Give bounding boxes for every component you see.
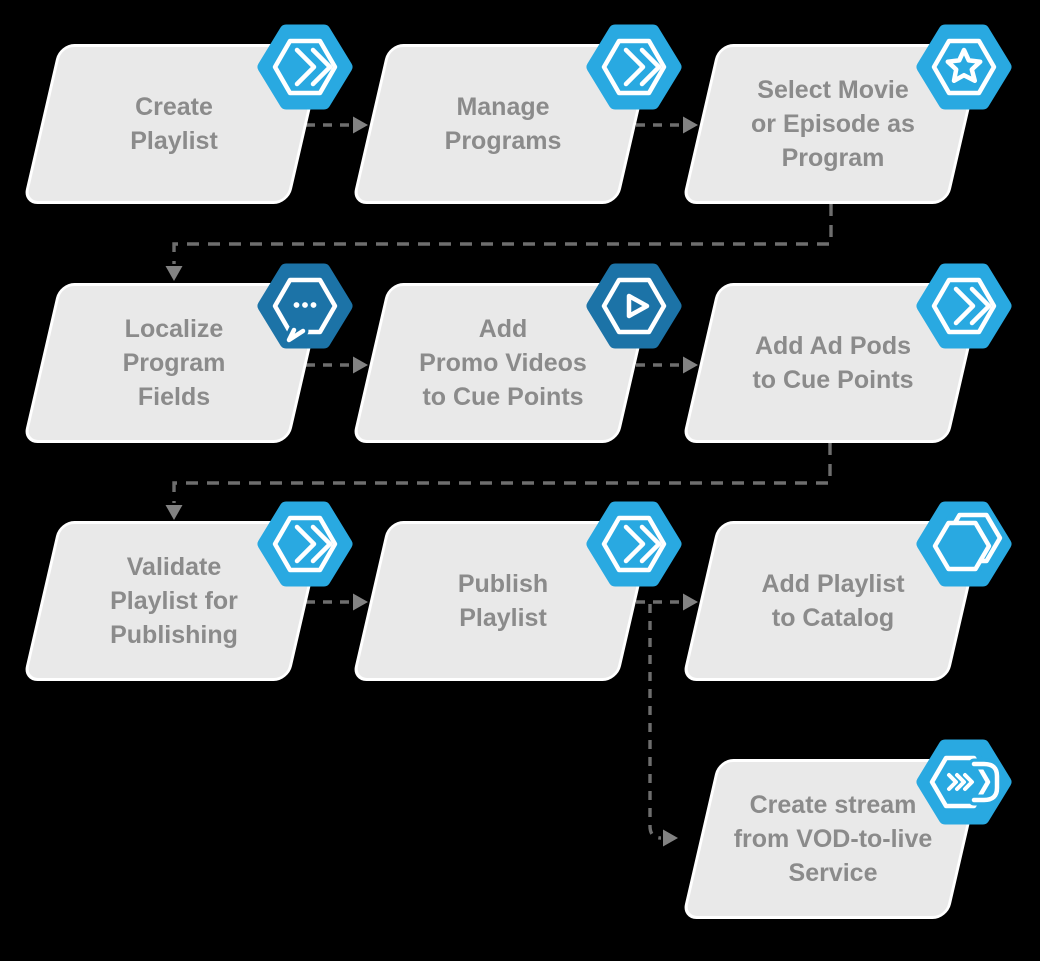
star-hexagon-icon: [916, 22, 1012, 112]
connector-publish-to-add-playlist-to-catalog: [636, 593, 698, 611]
fast-forward-hexagon-icon: [586, 499, 682, 589]
play-hexagon-icon: [586, 261, 682, 351]
node-label: Localize Program Fields: [122, 315, 226, 411]
arrowhead-down: [165, 505, 183, 520]
node-label: Create stream from VOD-to-live Service: [733, 791, 933, 887]
fast-forward-hexagon-icon: [916, 261, 1012, 351]
fast-forward-hexagon-icon: [586, 22, 682, 112]
node-create-playlist: Create Playlist: [22, 44, 307, 204]
arrowhead-right: [683, 356, 698, 374]
node-publish-playlist: Publish Playlist: [351, 521, 636, 681]
connector-create-playlist-to-manage-programs: [306, 116, 368, 134]
node-localize-program-fields: Localize Program Fields: [22, 283, 307, 443]
catalog-stack-hexagon-icon: [916, 499, 1012, 589]
node-label: Add Playlist to Catalog: [761, 570, 905, 632]
node-select-movie-or-episode-as-program: Select Movie or Episode as Program: [681, 44, 966, 204]
node-label: Publish Playlist: [457, 570, 549, 632]
connector-manage-programs-to-select-movie: [636, 116, 698, 134]
connector-publish-to-create-stream-vod-to-live: [648, 604, 678, 847]
arrowhead-right: [353, 116, 368, 134]
connector-localize-to-add-promo-videos: [306, 356, 368, 374]
node-manage-programs: Manage Programs: [351, 44, 636, 204]
arrowhead-right: [353, 593, 368, 611]
node-create-stream-from-vod-to-live-service: Create stream from VOD-to-live Service: [681, 759, 966, 919]
node-add-promo-videos-to-cue-points: Add Promo Videos to Cue Points: [351, 283, 636, 443]
arrowhead-down: [165, 266, 183, 281]
node-add-ad-pods-to-cue-points: Add Ad Pods to Cue Points: [681, 283, 966, 443]
node-label: Manage Programs: [444, 93, 562, 155]
node-validate-playlist-for-publishing: Validate Playlist for Publishing: [22, 521, 307, 681]
arrowhead-right: [683, 116, 698, 134]
vod-to-live-hexagon-icon: [916, 737, 1012, 827]
arrowhead-right: [663, 829, 678, 847]
fast-forward-hexagon-icon: [257, 499, 353, 589]
node-label: Add Promo Videos to Cue Points: [419, 315, 587, 411]
chat-bubble-hexagon-icon: [257, 261, 353, 351]
node-label: Validate Playlist for Publishing: [110, 553, 238, 649]
connector-add-ad-pods-to-validate-playlist: [165, 443, 832, 520]
node-label: Add Ad Pods to Cue Points: [752, 332, 914, 394]
node-add-playlist-to-catalog: Add Playlist to Catalog: [681, 521, 966, 681]
connector-validate-to-publish-playlist: [306, 593, 368, 611]
arrowhead-right: [353, 356, 368, 374]
connector-select-movie-to-localize-program-fields: [165, 204, 833, 281]
connector-add-promo-videos-to-add-ad-pods: [636, 356, 698, 374]
fast-forward-hexagon-icon: [257, 22, 353, 112]
node-label: Create Playlist: [130, 93, 218, 155]
node-label: Select Movie or Episode as Program: [751, 76, 915, 172]
arrowhead-right: [683, 593, 698, 611]
